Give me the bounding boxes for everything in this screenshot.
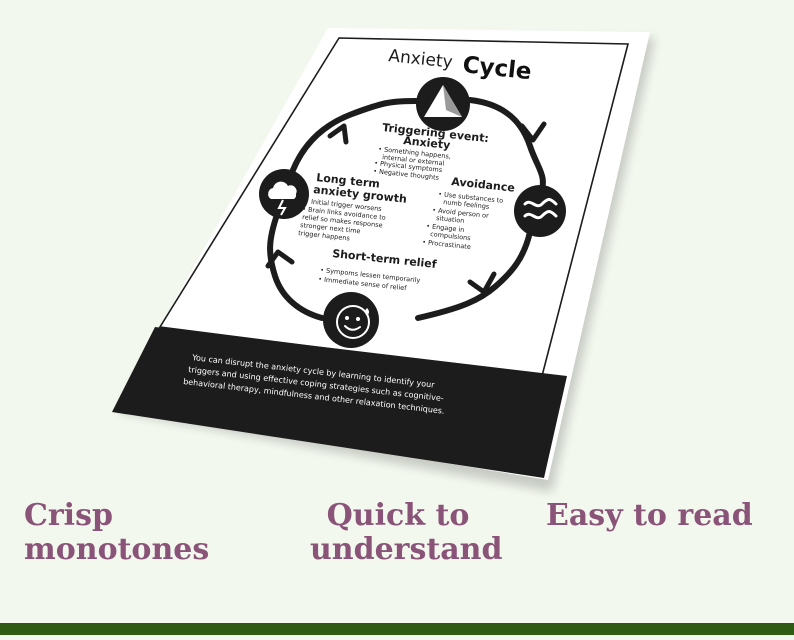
caption-easy-to-read: Easy to read [546, 499, 753, 533]
poster-footer-band [112, 327, 567, 478]
caption-left-line2: monotones [24, 532, 210, 567]
caption-quick-to-understand: Quick to understand [310, 498, 502, 567]
arrow-head-right [519, 121, 547, 143]
trigger-title-line2: Anxiety [403, 134, 451, 152]
waves-icon [514, 185, 566, 237]
stage-growth: Long term anxiety growth • Initial trigg… [298, 171, 408, 242]
cycle-arc-top-right [467, 97, 546, 200]
storm-cloud-icon [259, 169, 309, 219]
smile-face-icon [323, 292, 379, 348]
cycle-arc-bottom-right [415, 229, 533, 321]
cycle-arrows [265, 121, 547, 295]
avoidance-bullet: • Engage in [426, 222, 465, 234]
caption-crisp-monotones: Crisp monotones [24, 499, 209, 567]
caption-left-line1: Crisp [24, 498, 113, 533]
caption-middle-line2: understand [310, 532, 503, 567]
arrow-head-bottom [467, 271, 497, 295]
caption-middle-line1: Quick to [326, 498, 470, 533]
triangle-icon [416, 77, 470, 131]
avoidance-bullet: situation [436, 214, 465, 225]
bottom-bar [0, 623, 794, 635]
cycle-arc-top-left [287, 98, 419, 181]
arrow-head-top [327, 123, 349, 145]
caption-right: Easy to read [546, 498, 753, 533]
arrow-head-left [265, 249, 295, 269]
cycle-arc-bottom-left [267, 209, 325, 321]
cycle-ring [267, 97, 546, 321]
